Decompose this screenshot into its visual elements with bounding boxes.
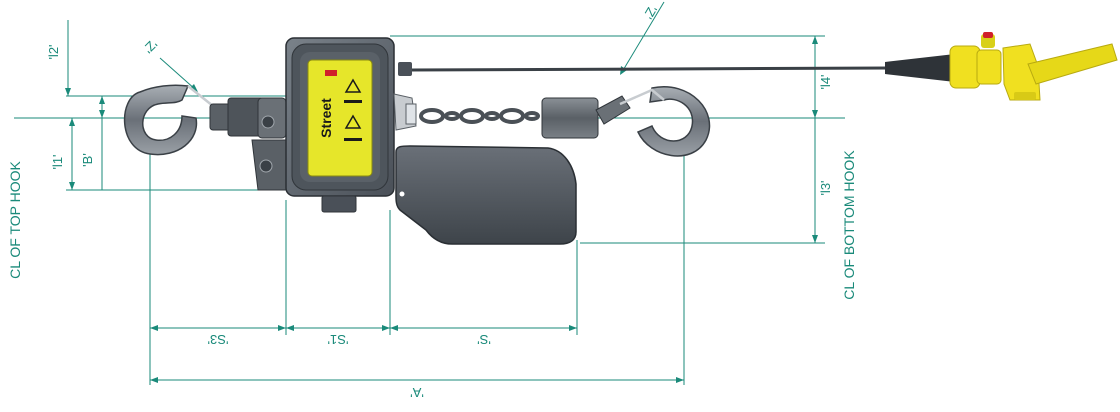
label-s3: 'S3' (208, 332, 229, 347)
brand-stripe (325, 70, 337, 76)
dimension-labels: 'S3' 'S1' 'S' 'A' 'l2' 'l1' 'B' 'l4' 'l3… (7, 3, 857, 400)
label-s: 'S' (477, 332, 491, 347)
label-l1: 'l1' (50, 154, 65, 169)
label-z-right: 'Z' (641, 3, 660, 22)
label-l2: 'l2' (46, 44, 61, 59)
label-cl-top-hook: CL OF TOP HOOK (7, 160, 23, 278)
dimension-lines (14, 1, 845, 385)
label-l3: 'l3' (818, 180, 833, 195)
leader-z-right (621, 1, 665, 73)
pendant-handle (885, 32, 1118, 101)
label-z-left: 'Z' (140, 36, 160, 56)
cable-gland (398, 62, 412, 76)
top-hook (123, 84, 287, 191)
warning-label (307, 59, 373, 177)
hoist-lever (395, 145, 577, 245)
load-chain (393, 93, 540, 131)
label-s1: 'S1' (328, 332, 349, 347)
label-b: 'B' (80, 153, 95, 167)
bottom-hook (541, 86, 711, 157)
warning-triangle-icon (344, 78, 362, 93)
hoist-illustration: Street (123, 32, 1118, 245)
warning-triangle-icon-2 (344, 114, 362, 129)
label-cl-bottom-hook: CL OF BOTTOM HOOK (841, 150, 857, 300)
brand-logo: Street (318, 98, 334, 138)
label-a: 'A' (410, 385, 424, 400)
hoist-housing: Street (285, 37, 395, 213)
label-l4: 'l4' (818, 74, 833, 89)
leader-z-left (159, 57, 197, 91)
control-cable (409, 66, 896, 72)
